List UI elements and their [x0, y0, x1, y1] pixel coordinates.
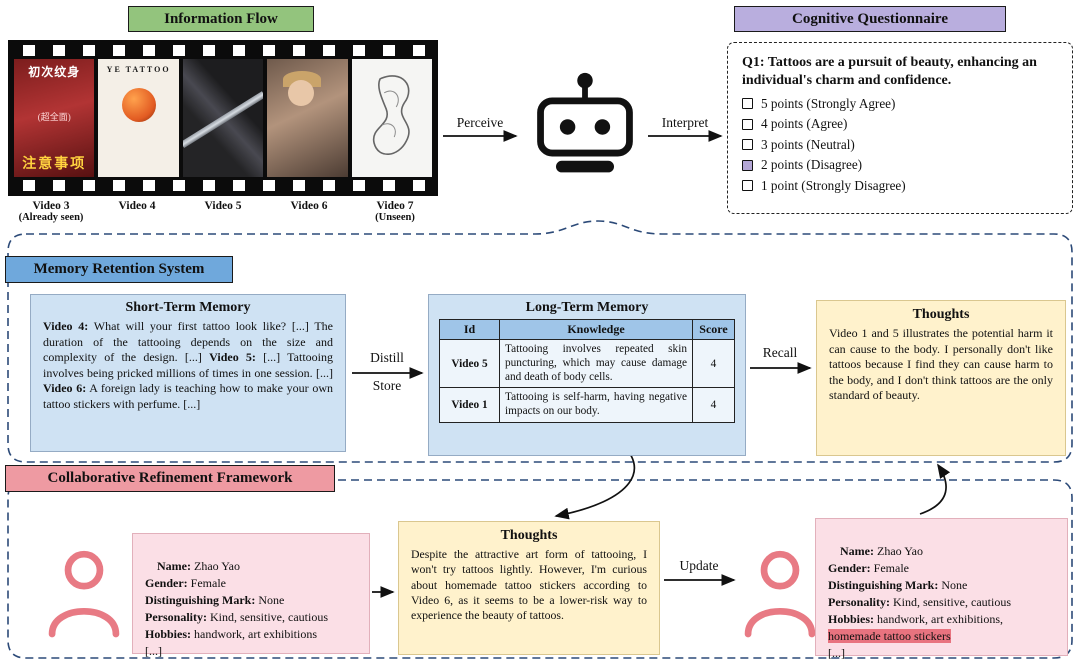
- thumbnail-4-text: YE TATTOO: [106, 65, 171, 74]
- persona-before-icon: [48, 550, 120, 638]
- thumbnail-3-text-mid: (超全面): [37, 112, 71, 122]
- option-label: 5 points (Strongly Agree): [761, 95, 896, 111]
- robot-icon: [537, 72, 633, 173]
- update-label: Update: [679, 558, 719, 573]
- thumbnail-3-text-top: 初次纹身: [28, 65, 81, 79]
- video-thumbnail-6[interactable]: [267, 59, 348, 177]
- crf-to-memory-thoughts-arrow: [919, 463, 951, 515]
- questionnaire-title: Cognitive Questionnaire: [734, 6, 1006, 32]
- table-row: Video 1 Tattooing is self-harm, having n…: [439, 387, 735, 423]
- checkbox-icon[interactable]: [742, 159, 753, 171]
- memory-thoughts-box: Thoughts Video 1 and 5 illustrates the p…: [816, 300, 1066, 456]
- ltm-row-id: Video 1: [439, 387, 500, 423]
- filmstrip: 初次纹身 (超全面) 注意事项 YE TATTOO: [8, 40, 438, 196]
- memory-thoughts-title: Thoughts: [912, 307, 970, 322]
- questionnaire-title-label: Cognitive Questionnaire: [792, 10, 948, 27]
- ltm-row-knowledge: Tattooing is self-harm, having negative …: [499, 387, 693, 423]
- stm-text: Video 4: What will your first tattoo loo…: [43, 319, 333, 411]
- option-3-points[interactable]: 3 points (Neutral): [742, 137, 1058, 153]
- video-label-3: Video 3 (Already seen): [8, 200, 94, 223]
- info-flow-title-label: Information Flow: [164, 10, 278, 27]
- video-thumbnail-3[interactable]: 初次纹身 (超全面) 注意事项: [14, 59, 95, 177]
- recall-label: Recall: [762, 345, 798, 360]
- checkbox-icon[interactable]: [742, 118, 753, 130]
- ltm-header-id: Id: [439, 319, 500, 340]
- ltm-row-id: Video 5: [439, 338, 500, 389]
- checkbox-icon[interactable]: [742, 139, 753, 151]
- question-text: Q1: Tattoos are a pursuit of beauty, enh…: [742, 55, 1037, 89]
- video-5-label: Video 5: [204, 200, 242, 212]
- crf-thoughts-box: Thoughts Despite the attractive art form…: [398, 521, 660, 655]
- video-thumbnail-7[interactable]: [351, 59, 433, 177]
- distill-label: Distill: [370, 350, 404, 365]
- filmstrip-sprockets-bottom: [14, 180, 432, 191]
- memory-section-title: Memory Retention System: [5, 256, 233, 283]
- persona-after-text: Name: Zhao Yao Gender: Female Distinguis…: [828, 544, 1011, 661]
- checkbox-icon[interactable]: [742, 180, 753, 192]
- video-7-note: (Unseen): [375, 212, 415, 223]
- info-flow-title: Information Flow: [128, 6, 314, 32]
- persona-before-text: Name: Zhao Yao Gender: Female Distinguis…: [145, 559, 328, 659]
- long-term-memory-box: Long-Term Memory Id Knowledge Score Vide…: [428, 294, 746, 456]
- video-4-label: Video 4: [118, 200, 156, 212]
- short-term-memory-box: Short-Term Memory Video 4: What will you…: [30, 294, 346, 452]
- video-6-label: Video 6: [290, 200, 328, 212]
- crf-section-title-label: Collaborative Refinement Framework: [47, 470, 293, 486]
- option-label: 4 points (Agree): [761, 116, 848, 132]
- checkbox-icon[interactable]: [742, 98, 753, 110]
- sketch-graphic: [372, 75, 410, 155]
- tattoo-machine-graphic: [182, 90, 264, 148]
- memory-section-border: [7, 220, 1073, 463]
- option-1-point[interactable]: 1 point (Strongly Disagree): [742, 178, 1058, 194]
- interpret-label: Interpret: [661, 115, 709, 130]
- thumbnail-3-text-bottom: 注意事项: [22, 157, 87, 172]
- video-thumbnail-5[interactable]: [182, 59, 264, 177]
- video-label-5: Video 5: [180, 200, 266, 223]
- video-label-7: Video 7 (Unseen): [352, 200, 438, 223]
- option-label: 1 point (Strongly Disagree): [761, 177, 906, 193]
- memory-thoughts-text: Video 1 and 5 illustrates the potential …: [829, 326, 1053, 403]
- questionnaire-box: Q1: Tattoos are a pursuit of beauty, enh…: [727, 42, 1073, 214]
- option-label: 2 points (Disagree): [761, 157, 863, 173]
- ltm-title: Long-Term Memory: [525, 300, 649, 315]
- persona-after-box: Name: Zhao Yao Gender: Female Distinguis…: [815, 518, 1068, 660]
- persona-after-icon: [744, 550, 816, 638]
- video-labels-row: Video 3 (Already seen) Video 4 Video 5 V…: [8, 200, 438, 223]
- option-5-points[interactable]: 5 points (Strongly Agree): [742, 96, 1058, 112]
- orange-ball-graphic: [121, 88, 156, 122]
- ltm-row-score: 4: [692, 338, 735, 389]
- filmstrip-thumbnails: 初次纹身 (超全面) 注意事项 YE TATTOO: [12, 58, 434, 178]
- video-7-label: Video 7: [376, 200, 414, 212]
- video-thumbnail-4[interactable]: YE TATTOO: [98, 59, 179, 177]
- persona-before-box: Name: Zhao Yao Gender: Female Distinguis…: [132, 533, 370, 658]
- perceive-label: Perceive: [456, 115, 504, 130]
- memory-section-title-label: Memory Retention System: [33, 261, 205, 277]
- option-4-points[interactable]: 4 points (Agree): [742, 116, 1058, 132]
- crf-thoughts-text: Despite the attractive art form of tatto…: [411, 547, 647, 623]
- video-label-6: Video 6: [266, 200, 352, 223]
- ltm-row-knowledge: Tattooing involves repeated skin punctur…: [499, 338, 693, 389]
- video-label-4: Video 4: [94, 200, 180, 223]
- stm-title: Short-Term Memory: [125, 300, 251, 315]
- ltm-header-row: Id Knowledge Score: [439, 319, 735, 340]
- ltm-table: Id Knowledge Score Video 5 Tattooing inv…: [439, 319, 735, 423]
- option-label: 3 points (Neutral): [761, 136, 855, 152]
- ltm-header-knowledge: Knowledge: [499, 319, 693, 340]
- crf-section-title: Collaborative Refinement Framework: [5, 465, 335, 492]
- video-3-label: Video 3: [32, 200, 70, 212]
- store-label: Store: [372, 378, 402, 393]
- video-3-note: (Already seen): [18, 212, 84, 223]
- crf-thoughts-title: Thoughts: [500, 528, 558, 543]
- ltm-header-score: Score: [692, 319, 735, 340]
- ltm-row-score: 4: [692, 387, 735, 423]
- table-row: Video 5 Tattooing involves repeated skin…: [439, 338, 735, 389]
- person-face-graphic: [288, 80, 315, 107]
- option-2-points[interactable]: 2 points (Disagree): [742, 157, 1058, 173]
- filmstrip-sprockets-top: [14, 45, 432, 56]
